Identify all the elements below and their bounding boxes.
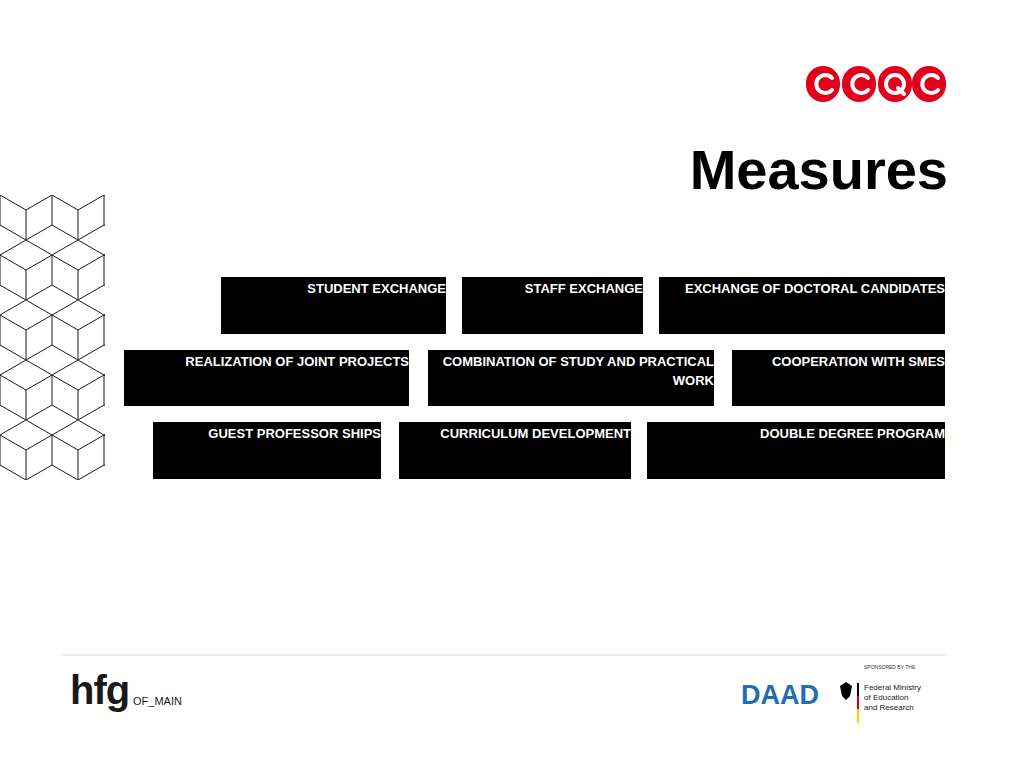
- daad-logo-text: DAAD: [741, 680, 819, 710]
- slide-title: Measures: [690, 138, 948, 202]
- measure-label: REALIZATION OF JOINT PROJECTS: [124, 350, 409, 371]
- measure-label: EXCHANGE OF DOCTORAL CANDIDATES: [659, 277, 945, 298]
- measure-box: STUDENT EXCHANGE: [221, 277, 446, 334]
- measure-box: GUEST PROFESSOR SHIPS: [153, 422, 381, 479]
- measure-box: EXCHANGE OF DOCTORAL CANDIDATES: [659, 277, 945, 334]
- ministry-name: Federal Ministry of Education and Resear…: [864, 683, 922, 713]
- measure-box: COMBINATION OF STUDY AND PRACTICAL WORK: [428, 350, 714, 406]
- measure-label: STUDENT EXCHANGE: [221, 277, 446, 298]
- footer-rule: [62, 655, 946, 656]
- measure-label: COMBINATION OF STUDY AND PRACTICAL WORK: [428, 350, 714, 390]
- measure-label: COOPERATION WITH SMES: [732, 350, 945, 371]
- measure-box: REALIZATION OF JOINT PROJECTS: [124, 350, 409, 406]
- measure-label: DOUBLE DEGREE PROGRAM: [647, 422, 945, 443]
- ccqc-logo: [806, 66, 946, 102]
- measure-box: DOUBLE DEGREE PROGRAM: [647, 422, 945, 479]
- measure-box: COOPERATION WITH SMES: [732, 350, 945, 406]
- measure-label: STAFF EXCHANGE: [462, 277, 643, 298]
- hfg-logo-suffix: OF_MAIN: [133, 695, 182, 708]
- cube-pattern: [0, 195, 105, 480]
- measure-box: STAFF EXCHANGE: [462, 277, 643, 334]
- measure-label: GUEST PROFESSOR SHIPS: [153, 422, 381, 443]
- measure-box: CURRICULUM DEVELOPMENT: [399, 422, 631, 479]
- measure-label: CURRICULUM DEVELOPMENT: [399, 422, 631, 443]
- sponsor-note: SPONSORED BY THE: [864, 664, 915, 670]
- hfg-logo-text: hfg: [70, 668, 129, 712]
- ministry-emblem: [840, 682, 859, 723]
